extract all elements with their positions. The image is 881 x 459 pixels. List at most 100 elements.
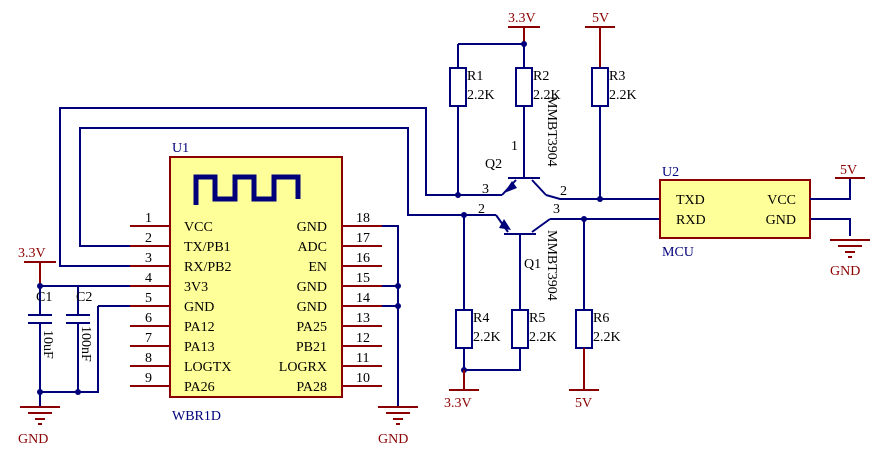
q2-arrow-icon	[504, 181, 517, 193]
v5-label-u2: 5V	[840, 163, 857, 178]
u2-ref: U2	[662, 165, 679, 180]
r6-ref: R6	[593, 311, 609, 326]
u1-pin-number: 1	[145, 211, 152, 226]
u1-pin-number: 16	[356, 251, 370, 266]
r4-resistor: R4 2.2K	[455, 215, 501, 370]
v33-top-wire	[458, 43, 525, 68]
u2-gnd-wire	[810, 218, 851, 236]
q2-pin-emitter: 3	[482, 182, 489, 197]
q1-transistor: 2 3 Q1 MMBT3904	[461, 202, 660, 301]
c2-ref: C2	[76, 290, 92, 305]
q1-pin-base: 2	[478, 202, 485, 217]
u1-pin-name: LOGTX	[184, 360, 231, 375]
gnd-label-u2: GND	[830, 264, 860, 279]
gnd-symbol-left: GND	[18, 406, 60, 447]
r3-ref: R3	[609, 69, 625, 84]
q2-transistor: Q2 1 3 2 MMBT3904	[458, 96, 660, 200]
rx-net-wire	[59, 107, 502, 267]
junction-dot	[395, 303, 401, 309]
u1-pin-number: 6	[145, 311, 152, 326]
u1-pin-number: 2	[145, 231, 152, 246]
r6-value: 2.2K	[593, 330, 621, 345]
junction-dot	[75, 389, 81, 395]
cap-gnd-wire	[40, 306, 99, 393]
u1-pin-number: 8	[145, 351, 152, 366]
u1-pin-name: ADC	[297, 240, 327, 255]
junction-dot	[395, 283, 401, 289]
u2-pin-gnd: GND	[766, 213, 796, 228]
r5-ref: R5	[529, 311, 545, 326]
txd-net-wire	[545, 194, 660, 200]
r2-value: 2.2K	[533, 88, 561, 103]
u1-pin-number: 13	[356, 311, 370, 326]
antenna-icon	[193, 174, 301, 205]
junction-dot	[521, 41, 527, 47]
u1-pin-number: 12	[356, 331, 370, 346]
u2-vcc-wire	[810, 178, 851, 200]
u2-pin-txd: TXD	[676, 193, 705, 208]
u1-pin-name: GND	[184, 300, 214, 315]
u1-pin-name: TX/PB1	[184, 240, 231, 255]
v33-label-left: 3.3V	[18, 246, 46, 261]
u1-pin-number: 7	[145, 331, 152, 346]
r4-ref: R4	[473, 311, 489, 326]
q1-part: MMBT3904	[544, 230, 559, 301]
q2-part: MMBT3904	[544, 96, 559, 167]
u1-pin-name: PA25	[296, 320, 327, 335]
u1-pin-name: EN	[308, 260, 327, 275]
r1-ref: R1	[467, 69, 483, 84]
gnd-bus-wire	[382, 225, 399, 406]
r3-resistor: R3 2.2K	[591, 67, 637, 202]
u2-part: MCU	[662, 245, 694, 260]
r1-resistor: R1 2.2K	[449, 67, 495, 198]
gnd-label-left: GND	[18, 432, 48, 447]
u1-pin-name: LOGRX	[279, 360, 327, 375]
tx-net-wire	[79, 127, 496, 247]
q1-ref: Q1	[524, 257, 541, 272]
q1-arrow-icon	[499, 219, 511, 230]
u2-pin-rxd: RXD	[676, 213, 706, 228]
v33-label-bottom: 3.3V	[444, 396, 472, 411]
v5-label-bottom: 5V	[575, 396, 592, 411]
u1-part: WBR1D	[172, 409, 221, 424]
top-5v-rail: 5V	[585, 11, 615, 68]
u2-mcu: U2 MCU TXD RXD VCC GND 5V	[659, 163, 865, 260]
u1-pin-number: 9	[145, 371, 152, 386]
q2-ref: Q2	[485, 157, 502, 172]
u1-pin-number: 4	[145, 271, 152, 286]
u1-pin-number: 5	[145, 291, 152, 306]
q2-pin-collector: 2	[560, 184, 567, 199]
u1-pin-name: GND	[297, 300, 327, 315]
u1-pin-name: PA26	[184, 380, 215, 395]
u1-pin-name: PA13	[184, 340, 215, 355]
u1-pin-name: PA12	[184, 320, 215, 335]
gnd-symbol-u2: GND	[810, 218, 870, 279]
u1-module: U1 WBR1D	[169, 141, 343, 424]
u1-pin-name: GND	[297, 280, 327, 295]
u1-pin-name: PB21	[296, 340, 327, 355]
u1-pin-number: 17	[356, 231, 370, 246]
u1-pin-number: 11	[356, 351, 369, 366]
r2-resistor: R2 2.2K	[515, 67, 561, 172]
r2-ref: R2	[533, 69, 549, 84]
r3-value: 2.2K	[609, 88, 637, 103]
q2-pin-base: 1	[511, 139, 518, 154]
c1-value: 10uF	[40, 330, 55, 359]
r5-value: 2.2K	[529, 330, 557, 345]
gnd-label-u1: GND	[378, 432, 408, 447]
r4-value: 2.2K	[473, 330, 501, 345]
u1-pin-name: RX/PB2	[184, 260, 231, 275]
u1-pin-name: VCC	[184, 220, 213, 235]
r6-resistor: R6 2.2K 5V	[569, 219, 621, 411]
u1-pin-number: 14	[356, 291, 370, 306]
r1-value: 2.2K	[467, 88, 495, 103]
u1-pin-number: 15	[356, 271, 370, 286]
u1-right-pins: 18 17 16 15 14 13 12 11 10 GND ADC EN GN…	[279, 211, 382, 395]
u1-pin-name: PA28	[296, 380, 327, 395]
u1-left-pins: 1 2 3 4 5 6 7 8 9 VCC TX/PB1 RX/PB2 3V3 …	[130, 211, 231, 395]
u1-pin-number: 10	[356, 371, 370, 386]
top-33v-rail: 3.3V	[457, 11, 540, 68]
q1-collector-leg	[531, 218, 551, 233]
c2-value: 100nF	[78, 326, 93, 362]
bottom-33v-rail: 3.3V	[444, 370, 479, 411]
